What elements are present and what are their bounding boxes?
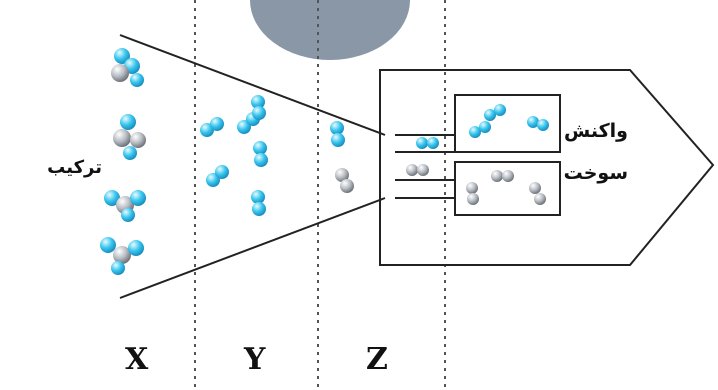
column-label-z: Z: [366, 342, 388, 377]
molecule-y-3: [251, 95, 266, 120]
molecule-y-4: [253, 141, 268, 167]
molecule-z-gray: [335, 168, 354, 193]
molecule-box-upper-3: [527, 116, 549, 131]
inner-box-lower: [454, 161, 561, 216]
molecule-channel-cyan: [416, 137, 439, 149]
molecule-x-1: [111, 48, 144, 87]
molecule-box-lower-1: [466, 182, 479, 205]
column-label-x: X: [125, 342, 149, 377]
inner-box-upper: [454, 94, 561, 153]
molecule-box-lower-2: [491, 170, 514, 182]
molecule-box-lower-3: [529, 182, 546, 205]
reaction-chamber: [379, 69, 715, 266]
label-left: ترکیب: [47, 157, 102, 178]
molecule-box-upper-1: [469, 121, 491, 138]
molecule-y-6: [251, 190, 266, 216]
label-reaction: واکنش: [564, 120, 628, 142]
funnel-bottom-line: [119, 197, 386, 299]
molecule-y-5: [206, 165, 229, 187]
molecule-channel-gray: [406, 164, 429, 176]
top-disc-shape: [250, 0, 410, 60]
molecule-x-4: [100, 237, 144, 275]
molecule-y-1: [200, 117, 224, 137]
molecule-x-3: [104, 190, 146, 222]
label-fuel: سوخت: [563, 162, 628, 184]
molecule-box-upper-2: [484, 104, 506, 121]
column-label-y: Y: [244, 342, 266, 377]
funnel-top-line: [119, 34, 386, 136]
molecule-x-2: [113, 114, 146, 160]
molecule-z-cyan: [330, 121, 345, 147]
